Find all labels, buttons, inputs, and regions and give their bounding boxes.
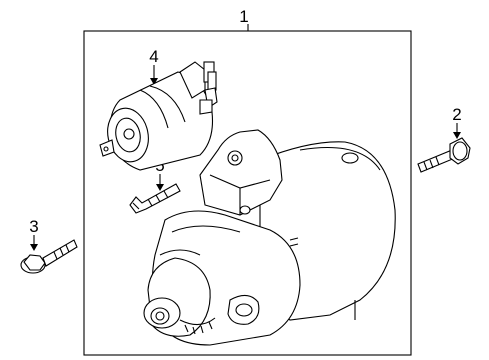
callout-4[interactable]: 3 4 bbox=[149, 47, 159, 85]
starter-motor-part[interactable] bbox=[143, 129, 396, 346]
bolt-part-2[interactable] bbox=[417, 137, 471, 173]
callout-2[interactable]: 2 bbox=[452, 105, 462, 139]
svg-text:1: 1 bbox=[239, 7, 248, 26]
callout-1[interactable]: 1 bbox=[239, 7, 249, 31]
svg-text:2: 2 bbox=[452, 105, 461, 124]
callout-3[interactable]: 3 bbox=[29, 217, 39, 251]
svg-text:4: 4 bbox=[149, 47, 158, 66]
svg-text:3: 3 bbox=[29, 217, 38, 236]
solenoid-part[interactable] bbox=[99, 61, 218, 171]
screw-part-5[interactable] bbox=[129, 183, 181, 214]
bolt-part-3[interactable] bbox=[20, 239, 78, 274]
